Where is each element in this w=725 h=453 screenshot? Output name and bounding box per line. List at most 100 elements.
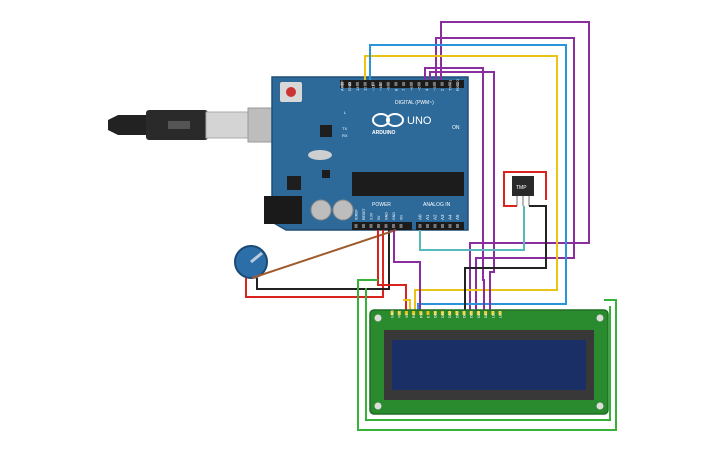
digital-pin[interactable] bbox=[363, 82, 367, 86]
power-pin[interactable] bbox=[384, 224, 388, 228]
usb-chip bbox=[320, 125, 332, 137]
wire-black-power[interactable] bbox=[256, 230, 390, 290]
wire-teal-1[interactable] bbox=[419, 206, 525, 251]
analog-pin-label: A5 bbox=[455, 214, 460, 220]
lcd-pin[interactable] bbox=[469, 311, 473, 315]
lcd-pin-label: LED bbox=[499, 311, 503, 318]
digital-pin[interactable] bbox=[440, 82, 444, 86]
lcd-pin-label: RW bbox=[419, 312, 423, 318]
lcd-pin[interactable] bbox=[390, 311, 394, 315]
digital-pin[interactable] bbox=[448, 82, 452, 86]
lcd-pin[interactable] bbox=[498, 311, 502, 315]
digital-pin[interactable] bbox=[417, 82, 421, 86]
analog-pin-label: A1 bbox=[425, 214, 430, 220]
digital-pin-label: TX→1 bbox=[447, 79, 452, 91]
analog-pin[interactable] bbox=[426, 224, 429, 228]
digital-pin-label: ~11 bbox=[370, 84, 375, 91]
analog-pin[interactable] bbox=[448, 224, 452, 228]
digital-pin[interactable] bbox=[432, 82, 436, 86]
temperature-sensor[interactable]: TMP bbox=[512, 176, 534, 206]
digital-pin[interactable] bbox=[409, 82, 413, 86]
wire-red-sensor[interactable] bbox=[503, 171, 547, 207]
power-jack bbox=[264, 196, 302, 224]
digital-pin[interactable] bbox=[386, 82, 390, 86]
lcd-mount-hole-br bbox=[596, 402, 604, 410]
digital-pin[interactable] bbox=[456, 82, 459, 86]
lcd-pin[interactable] bbox=[404, 311, 408, 315]
wire-red-power[interactable] bbox=[245, 230, 384, 298]
lcd-pin[interactable] bbox=[419, 311, 423, 315]
wire-purple-3[interactable] bbox=[424, 67, 485, 312]
wire-purple-lcd[interactable] bbox=[393, 230, 421, 312]
power-header-label: POWER bbox=[372, 202, 391, 208]
arduino-logo bbox=[372, 113, 404, 127]
wire-brown-pot[interactable] bbox=[251, 229, 397, 279]
lcd-mount-hole-bl bbox=[374, 402, 382, 410]
wire-black-sensor[interactable] bbox=[464, 205, 547, 312]
lcd-pin[interactable] bbox=[426, 311, 430, 315]
wire-green-lcd[interactable] bbox=[357, 279, 617, 431]
lcd-pin[interactable] bbox=[476, 311, 480, 315]
rx-led-label: RX bbox=[342, 133, 348, 138]
analog-pin[interactable] bbox=[433, 224, 437, 228]
power-pin[interactable] bbox=[362, 224, 365, 228]
power-pin[interactable] bbox=[369, 224, 373, 228]
power-pin-label: GND bbox=[392, 212, 396, 220]
digital-pin-label: ~5 bbox=[417, 86, 422, 91]
reset-button-cap[interactable] bbox=[286, 87, 296, 97]
lcd-pin[interactable] bbox=[455, 311, 459, 315]
digital-pin[interactable] bbox=[348, 82, 352, 86]
lcd-pin[interactable] bbox=[448, 311, 452, 315]
digital-pin-label: 7 bbox=[401, 88, 406, 91]
digital-pin[interactable] bbox=[402, 82, 406, 86]
lcd-pin[interactable] bbox=[433, 311, 437, 315]
small-chip bbox=[322, 170, 330, 178]
power-pin[interactable] bbox=[392, 224, 395, 228]
lcd-pin[interactable] bbox=[412, 311, 416, 315]
analog-pin[interactable] bbox=[441, 224, 444, 228]
digital-pin-label: ~9 bbox=[386, 86, 391, 91]
wire-orange-vcc[interactable] bbox=[377, 230, 407, 312]
digital-pin[interactable] bbox=[340, 82, 344, 86]
power-pin[interactable] bbox=[377, 224, 380, 228]
power-pin[interactable] bbox=[354, 224, 358, 228]
lcd-pin-label: DB3 bbox=[455, 311, 459, 318]
digital-pin[interactable] bbox=[394, 82, 398, 86]
digital-pin[interactable] bbox=[355, 82, 359, 86]
digital-pin[interactable] bbox=[379, 82, 382, 86]
lcd-pin-label: DB2 bbox=[448, 311, 452, 318]
wire-purple-1[interactable] bbox=[440, 21, 590, 312]
sensor-body bbox=[512, 176, 534, 196]
wire-blue-1[interactable] bbox=[369, 44, 567, 312]
l-led-label: L bbox=[344, 110, 347, 115]
lcd-pin[interactable] bbox=[397, 311, 401, 315]
lcd-pin[interactable] bbox=[440, 311, 444, 315]
digital-pin-label: 13 bbox=[355, 86, 360, 91]
wire-yellow-1[interactable] bbox=[364, 55, 558, 312]
wire-purple-4[interactable] bbox=[429, 71, 495, 312]
digital-pin[interactable] bbox=[425, 82, 429, 86]
analog-pin-label: A3 bbox=[440, 214, 445, 220]
analog-pin[interactable] bbox=[418, 224, 422, 228]
analog-pin[interactable] bbox=[456, 224, 459, 228]
digital-pin-label: 8 bbox=[393, 88, 398, 91]
lcd-pin-label: DB1 bbox=[441, 311, 445, 318]
power-pin[interactable] bbox=[399, 224, 403, 228]
wire-green-lcd-2[interactable] bbox=[365, 288, 611, 421]
lcd-pin[interactable] bbox=[491, 311, 495, 315]
power-pin-label: 5V bbox=[377, 215, 381, 220]
power-pin-label: RESET bbox=[362, 207, 366, 220]
lcd-pin[interactable] bbox=[462, 311, 466, 315]
digital-pin[interactable] bbox=[371, 82, 375, 86]
wire-yellow-lcd[interactable] bbox=[403, 299, 411, 312]
tx-led-label: TX bbox=[342, 126, 347, 131]
lcd-pin-label: DB5 bbox=[470, 311, 474, 318]
potentiometer[interactable] bbox=[234, 245, 268, 279]
lcd-pin[interactable] bbox=[484, 311, 488, 315]
